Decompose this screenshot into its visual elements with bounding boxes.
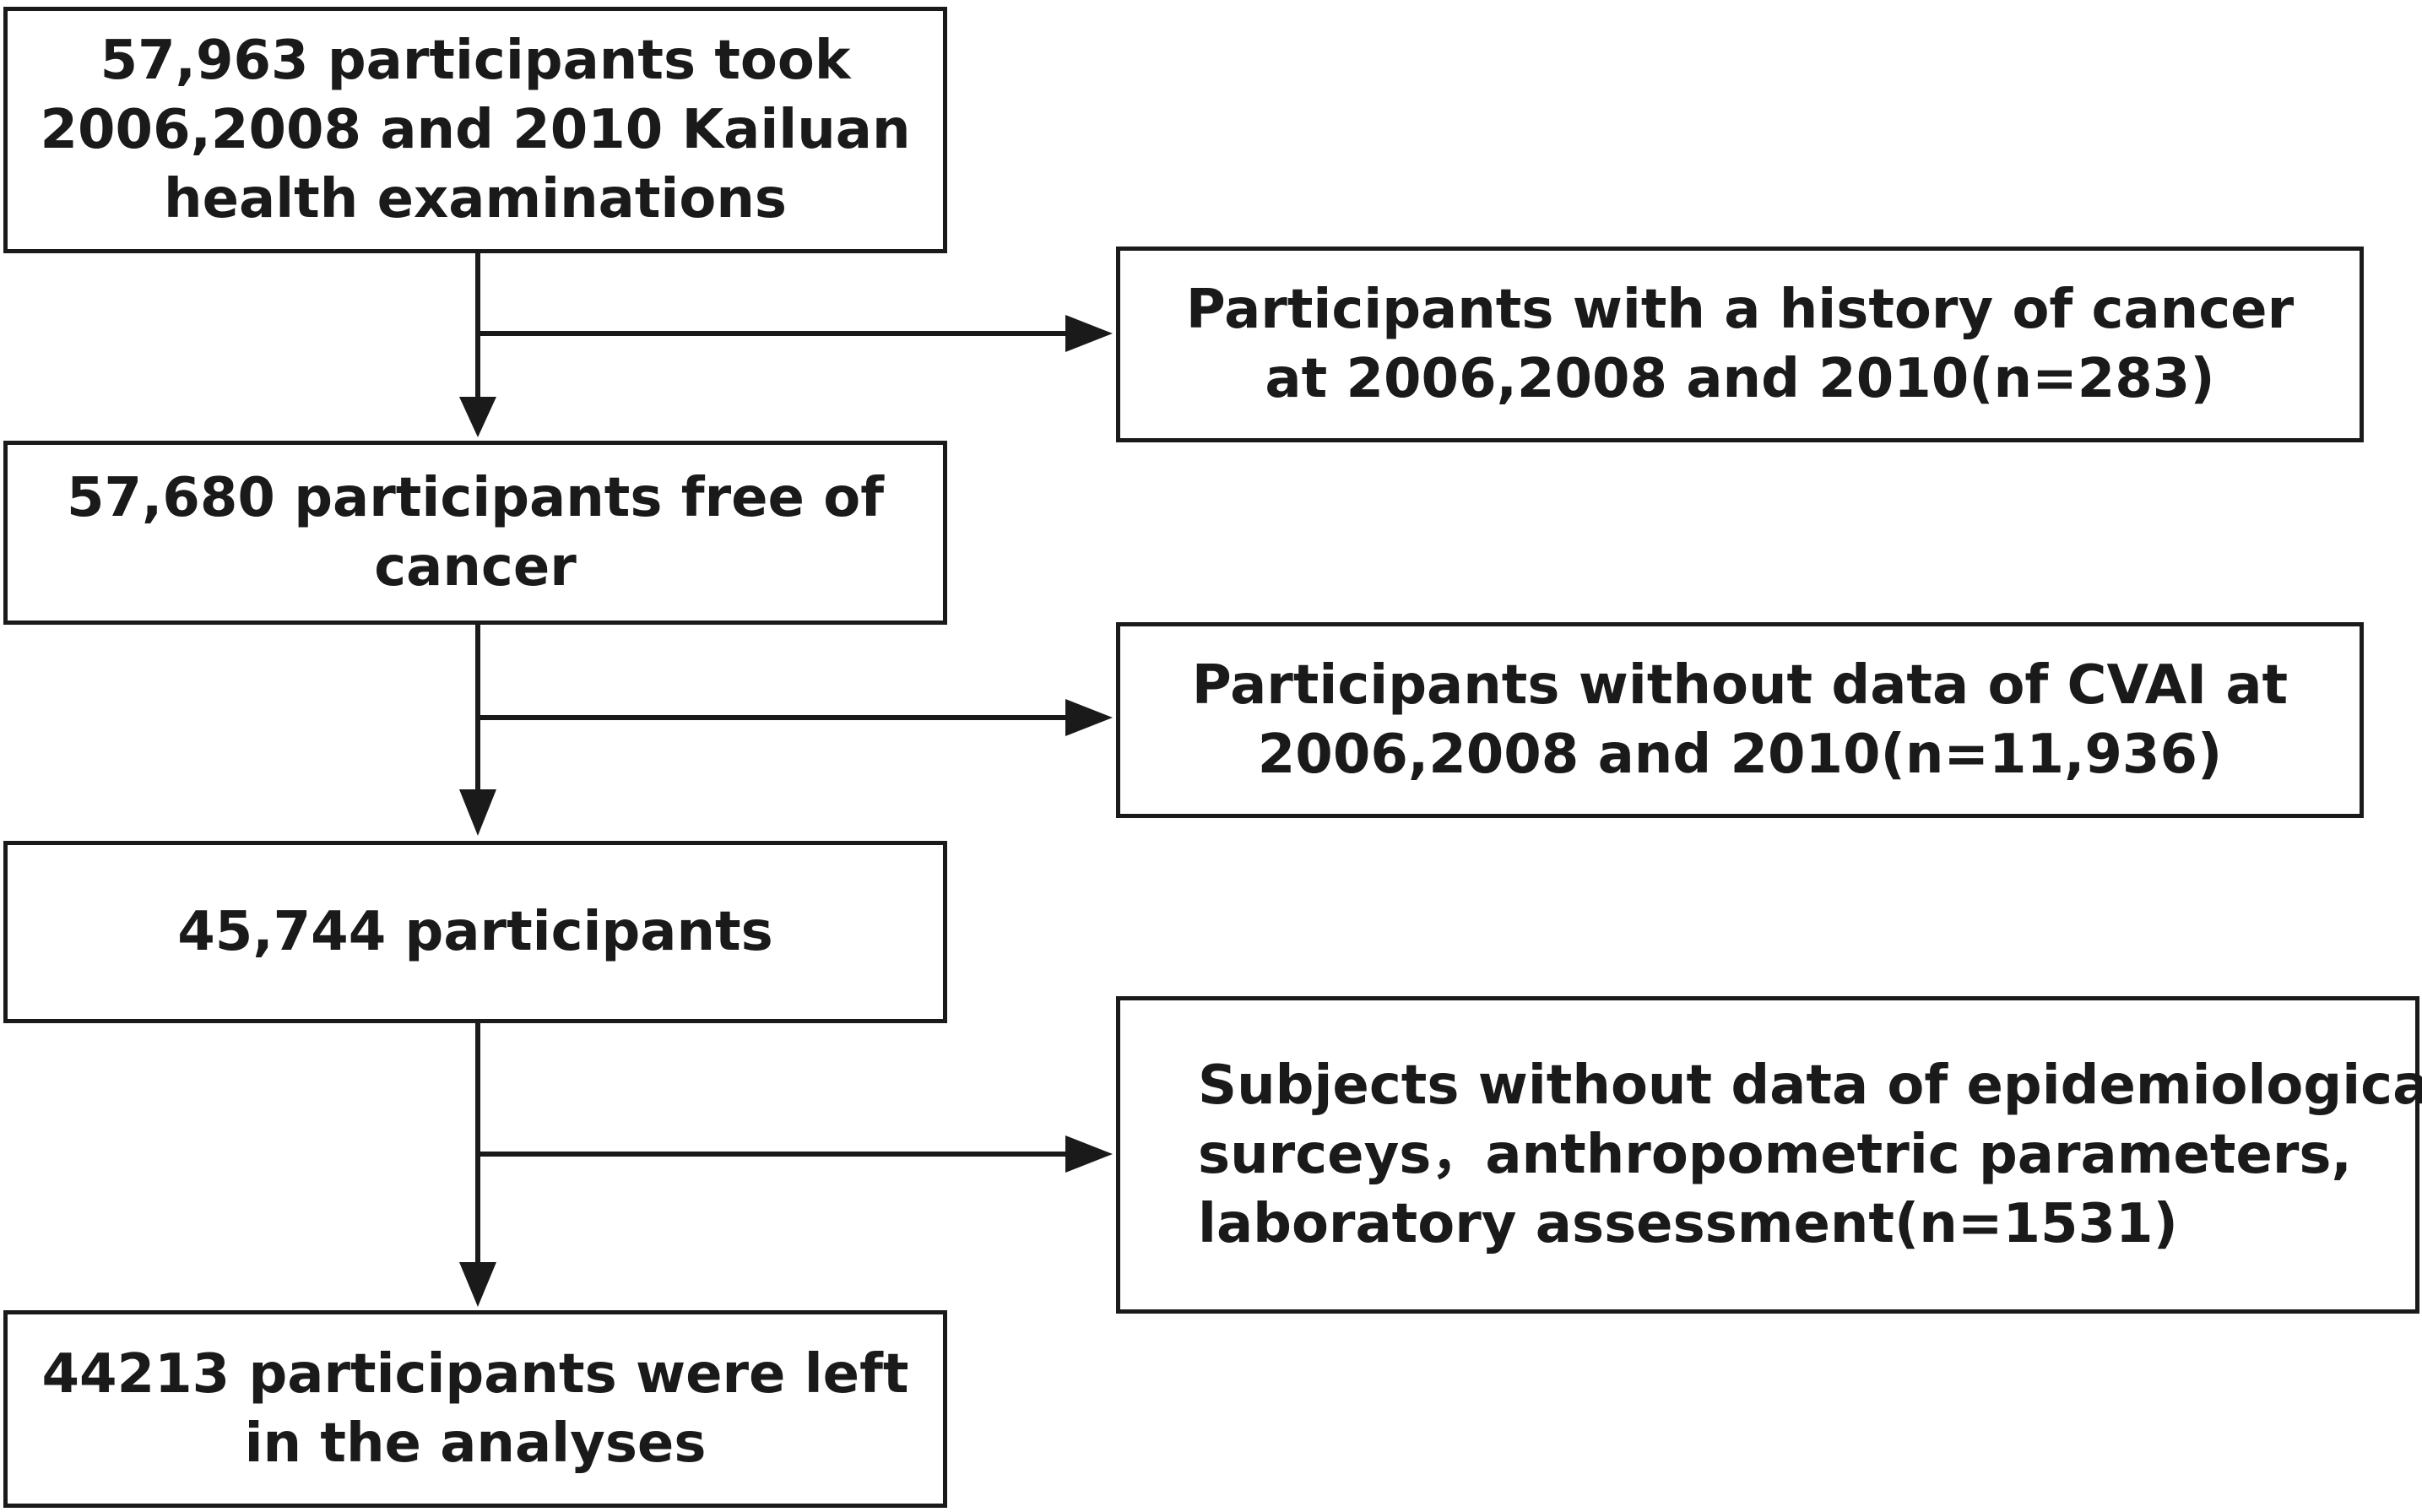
- arrow-box3-to-box4: [459, 1023, 496, 1307]
- box-with-cvai-text: 45,744 participants: [177, 897, 772, 967]
- box-line: 45,744 participants: [177, 901, 773, 963]
- box-line: Participants without data of CVAI at: [1191, 654, 2289, 717]
- box-line: Participants with a history of cancer: [1185, 279, 2295, 341]
- box-line: Subjects without data of epidemiological: [1198, 1054, 2422, 1117]
- box-line: at 2006,2008 and 2010(n=283): [1265, 348, 2215, 410]
- box-initial-participants-text: 57,963 participants took 2006,2008 and 2…: [40, 26, 910, 234]
- box-with-cvai: 45,744 participants: [3, 841, 947, 1023]
- box-line: 57,963 participants took: [100, 30, 851, 92]
- box-cancer-free-text: 57,680 participants free of cancer: [67, 463, 884, 602]
- box-final-analysis: 44213 participants were left in the anal…: [3, 1310, 947, 1508]
- arrow-exclusion2: [478, 699, 1113, 736]
- box-line: 2006,2008 and 2010(n=11,936): [1257, 723, 2223, 786]
- box-line: health examinations: [164, 168, 787, 230]
- box-line: in the analyses: [244, 1412, 707, 1475]
- box-cancer-free: 57,680 participants free of cancer: [3, 441, 947, 625]
- box-exclusion-missing-data: Subjects without data of epidemiological…: [1116, 996, 2422, 1314]
- arrow-exclusion1: [478, 315, 1113, 352]
- box-line: 57,680 participants free of: [66, 467, 885, 529]
- box-line: surceys，anthropometric parameters,: [1198, 1124, 2352, 1186]
- box-exclusion-missing-cvai-text: Participants without data of CVAI at 200…: [1192, 651, 2288, 789]
- box-line: 2006,2008 and 2010 Kailuan: [40, 99, 911, 161]
- box-initial-participants: 57,963 participants took 2006,2008 and 2…: [3, 7, 947, 253]
- box-exclusion-missing-cvai: Participants without data of CVAI at 200…: [1116, 622, 2364, 818]
- box-line: laboratory assessment(n=1531): [1198, 1193, 2178, 1255]
- arrow-box1-to-box2: [459, 253, 496, 437]
- arrow-exclusion3: [478, 1135, 1113, 1173]
- box-exclusion-cancer-history: Participants with a history of cancer at…: [1116, 247, 2364, 442]
- box-line: cancer: [374, 536, 577, 599]
- box-exclusion-cancer-history-text: Participants with a history of cancer at…: [1186, 275, 2294, 414]
- box-final-analysis-text: 44213 participants were left in the anal…: [42, 1340, 909, 1478]
- box-line: 44213 participants were left: [41, 1343, 909, 1406]
- arrow-box2-to-box3: [459, 625, 496, 836]
- box-exclusion-missing-data-text: Subjects without data of epidemiological…: [1198, 1051, 2422, 1259]
